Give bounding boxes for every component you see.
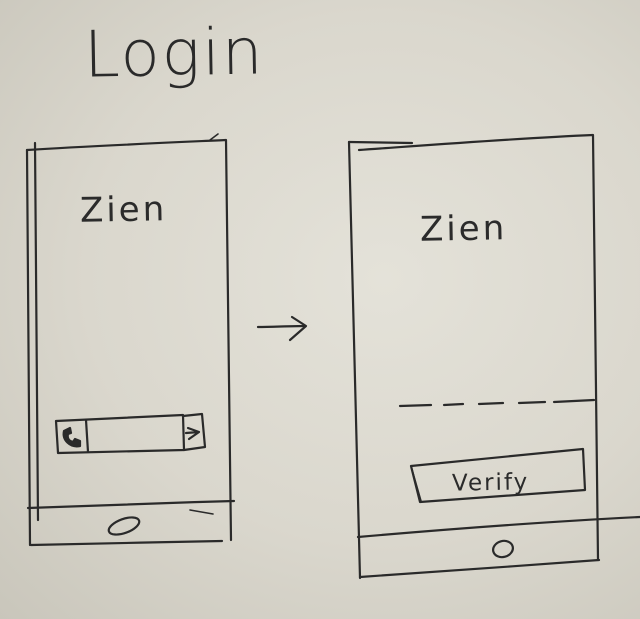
bottom-bar-tick [189,509,214,515]
phone-left-edge [25,148,32,547]
page-title: Login [83,15,266,93]
phone-bottom-edge [29,539,224,547]
phone-screen-right [347,133,640,580]
phone-top-right-edge [357,133,600,562]
phone-top-edge [347,140,414,145]
dashed-line-icon[interactable] [398,398,596,408]
phone-bottom-edge [358,558,601,579]
bottom-bar-divider [26,499,236,510]
phone-inner-edge [33,141,40,522]
phone-icon [62,426,82,448]
arrow-right-icon [184,426,201,441]
transition-arrow-icon [256,315,308,342]
app-name-right: Zien [419,208,508,250]
verify-button-label[interactable]: Verify [451,469,530,497]
phone-corner-mark [209,133,219,141]
phone-right-edge [25,138,233,542]
verify-button-edge [410,465,422,502]
phone-left-edge [347,140,362,580]
home-button-icon[interactable] [491,539,514,560]
submit-button[interactable] [181,412,207,452]
verify-button[interactable] [409,447,587,504]
bottom-bar-divider [356,515,640,539]
phone-screen-left [25,133,236,547]
home-button-icon[interactable] [107,514,142,538]
phone-input-divider [84,418,90,454]
phone-input[interactable] [54,412,207,455]
app-name-left: Zien [79,189,168,231]
